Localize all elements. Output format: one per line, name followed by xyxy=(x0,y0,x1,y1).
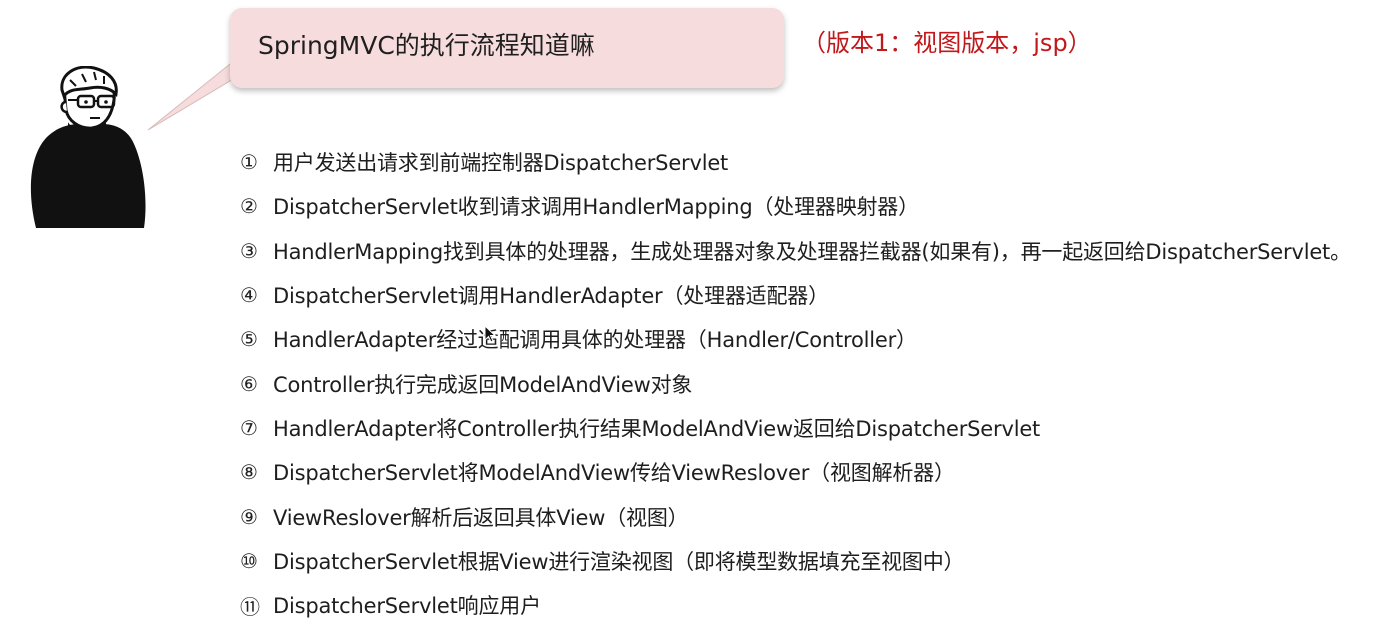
step-text: 用户发送出请求到前端控制器DispatcherServlet xyxy=(273,151,729,176)
version-note: （版本1：视图版本，jsp） xyxy=(802,29,1092,57)
step-item: ⑦ HandlerAdapter将Controller执行结果ModelAndV… xyxy=(240,406,1351,450)
step-item: ⑩ DispatcherServlet根据View进行渲染视图（即将模型数据填充… xyxy=(240,539,1351,583)
step-text: DispatcherServlet根据View进行渲染视图（即将模型数据填充至视… xyxy=(273,549,965,574)
step-text: Controller执行完成返回ModelAndView对象 xyxy=(273,372,693,397)
step-number: ① xyxy=(240,150,258,175)
person-with-glasses-icon xyxy=(30,66,146,228)
step-text: DispatcherServlet将ModelAndView传给ViewResl… xyxy=(273,461,955,486)
step-number: ⑪ xyxy=(240,594,260,619)
step-text: HandlerAdapter将Controller执行结果ModelAndVie… xyxy=(273,416,1041,441)
step-text: DispatcherServlet收到请求调用HandlerMapping（处理… xyxy=(273,195,919,220)
step-number: ④ xyxy=(240,283,258,308)
step-number: ② xyxy=(240,194,258,219)
step-number: ⑨ xyxy=(240,504,258,529)
step-text: DispatcherServlet调用HandlerAdapter（处理器适配器… xyxy=(273,284,829,309)
step-number: ⑤ xyxy=(240,327,258,352)
speech-bubble: SpringMVC的执行流程知道嘛 xyxy=(230,8,784,88)
step-number: ⑦ xyxy=(240,415,258,440)
step-number: ⑩ xyxy=(240,548,258,573)
step-text: HandlerAdapter经过适配调用具体的处理器（Handler/Contr… xyxy=(273,328,917,353)
bubble-title: SpringMVC的执行流程知道嘛 xyxy=(258,31,595,60)
step-number: ③ xyxy=(240,238,258,263)
step-text: HandlerMapping找到具体的处理器，生成处理器对象及处理器拦截器(如果… xyxy=(273,239,1351,264)
step-text: DispatcherServlet响应用户 xyxy=(273,594,541,619)
step-item: ⑪ DispatcherServlet响应用户 xyxy=(240,583,1351,627)
step-number: ⑧ xyxy=(240,460,258,485)
step-item: ① 用户发送出请求到前端控制器DispatcherServlet xyxy=(240,140,1351,184)
step-item: ④ DispatcherServlet调用HandlerAdapter（处理器适… xyxy=(240,273,1351,317)
step-item: ⑤ HandlerAdapter经过适配调用具体的处理器（Handler/Con… xyxy=(240,317,1351,361)
mouse-cursor-icon xyxy=(484,325,496,343)
step-item: ⑨ ViewReslover解析后返回具体View（视图） xyxy=(240,494,1351,538)
step-text: ViewReslover解析后返回具体View（视图） xyxy=(273,505,689,530)
step-number: ⑥ xyxy=(240,371,258,396)
step-item: ② DispatcherServlet收到请求调用HandlerMapping（… xyxy=(240,184,1351,228)
steps-list: ① 用户发送出请求到前端控制器DispatcherServlet ② Dispa… xyxy=(240,140,1351,627)
step-item: ③ HandlerMapping找到具体的处理器，生成处理器对象及处理器拦截器(… xyxy=(240,229,1351,273)
step-item: ⑧ DispatcherServlet将ModelAndView传给ViewRe… xyxy=(240,450,1351,494)
step-item: ⑥ Controller执行完成返回ModelAndView对象 xyxy=(240,361,1351,405)
